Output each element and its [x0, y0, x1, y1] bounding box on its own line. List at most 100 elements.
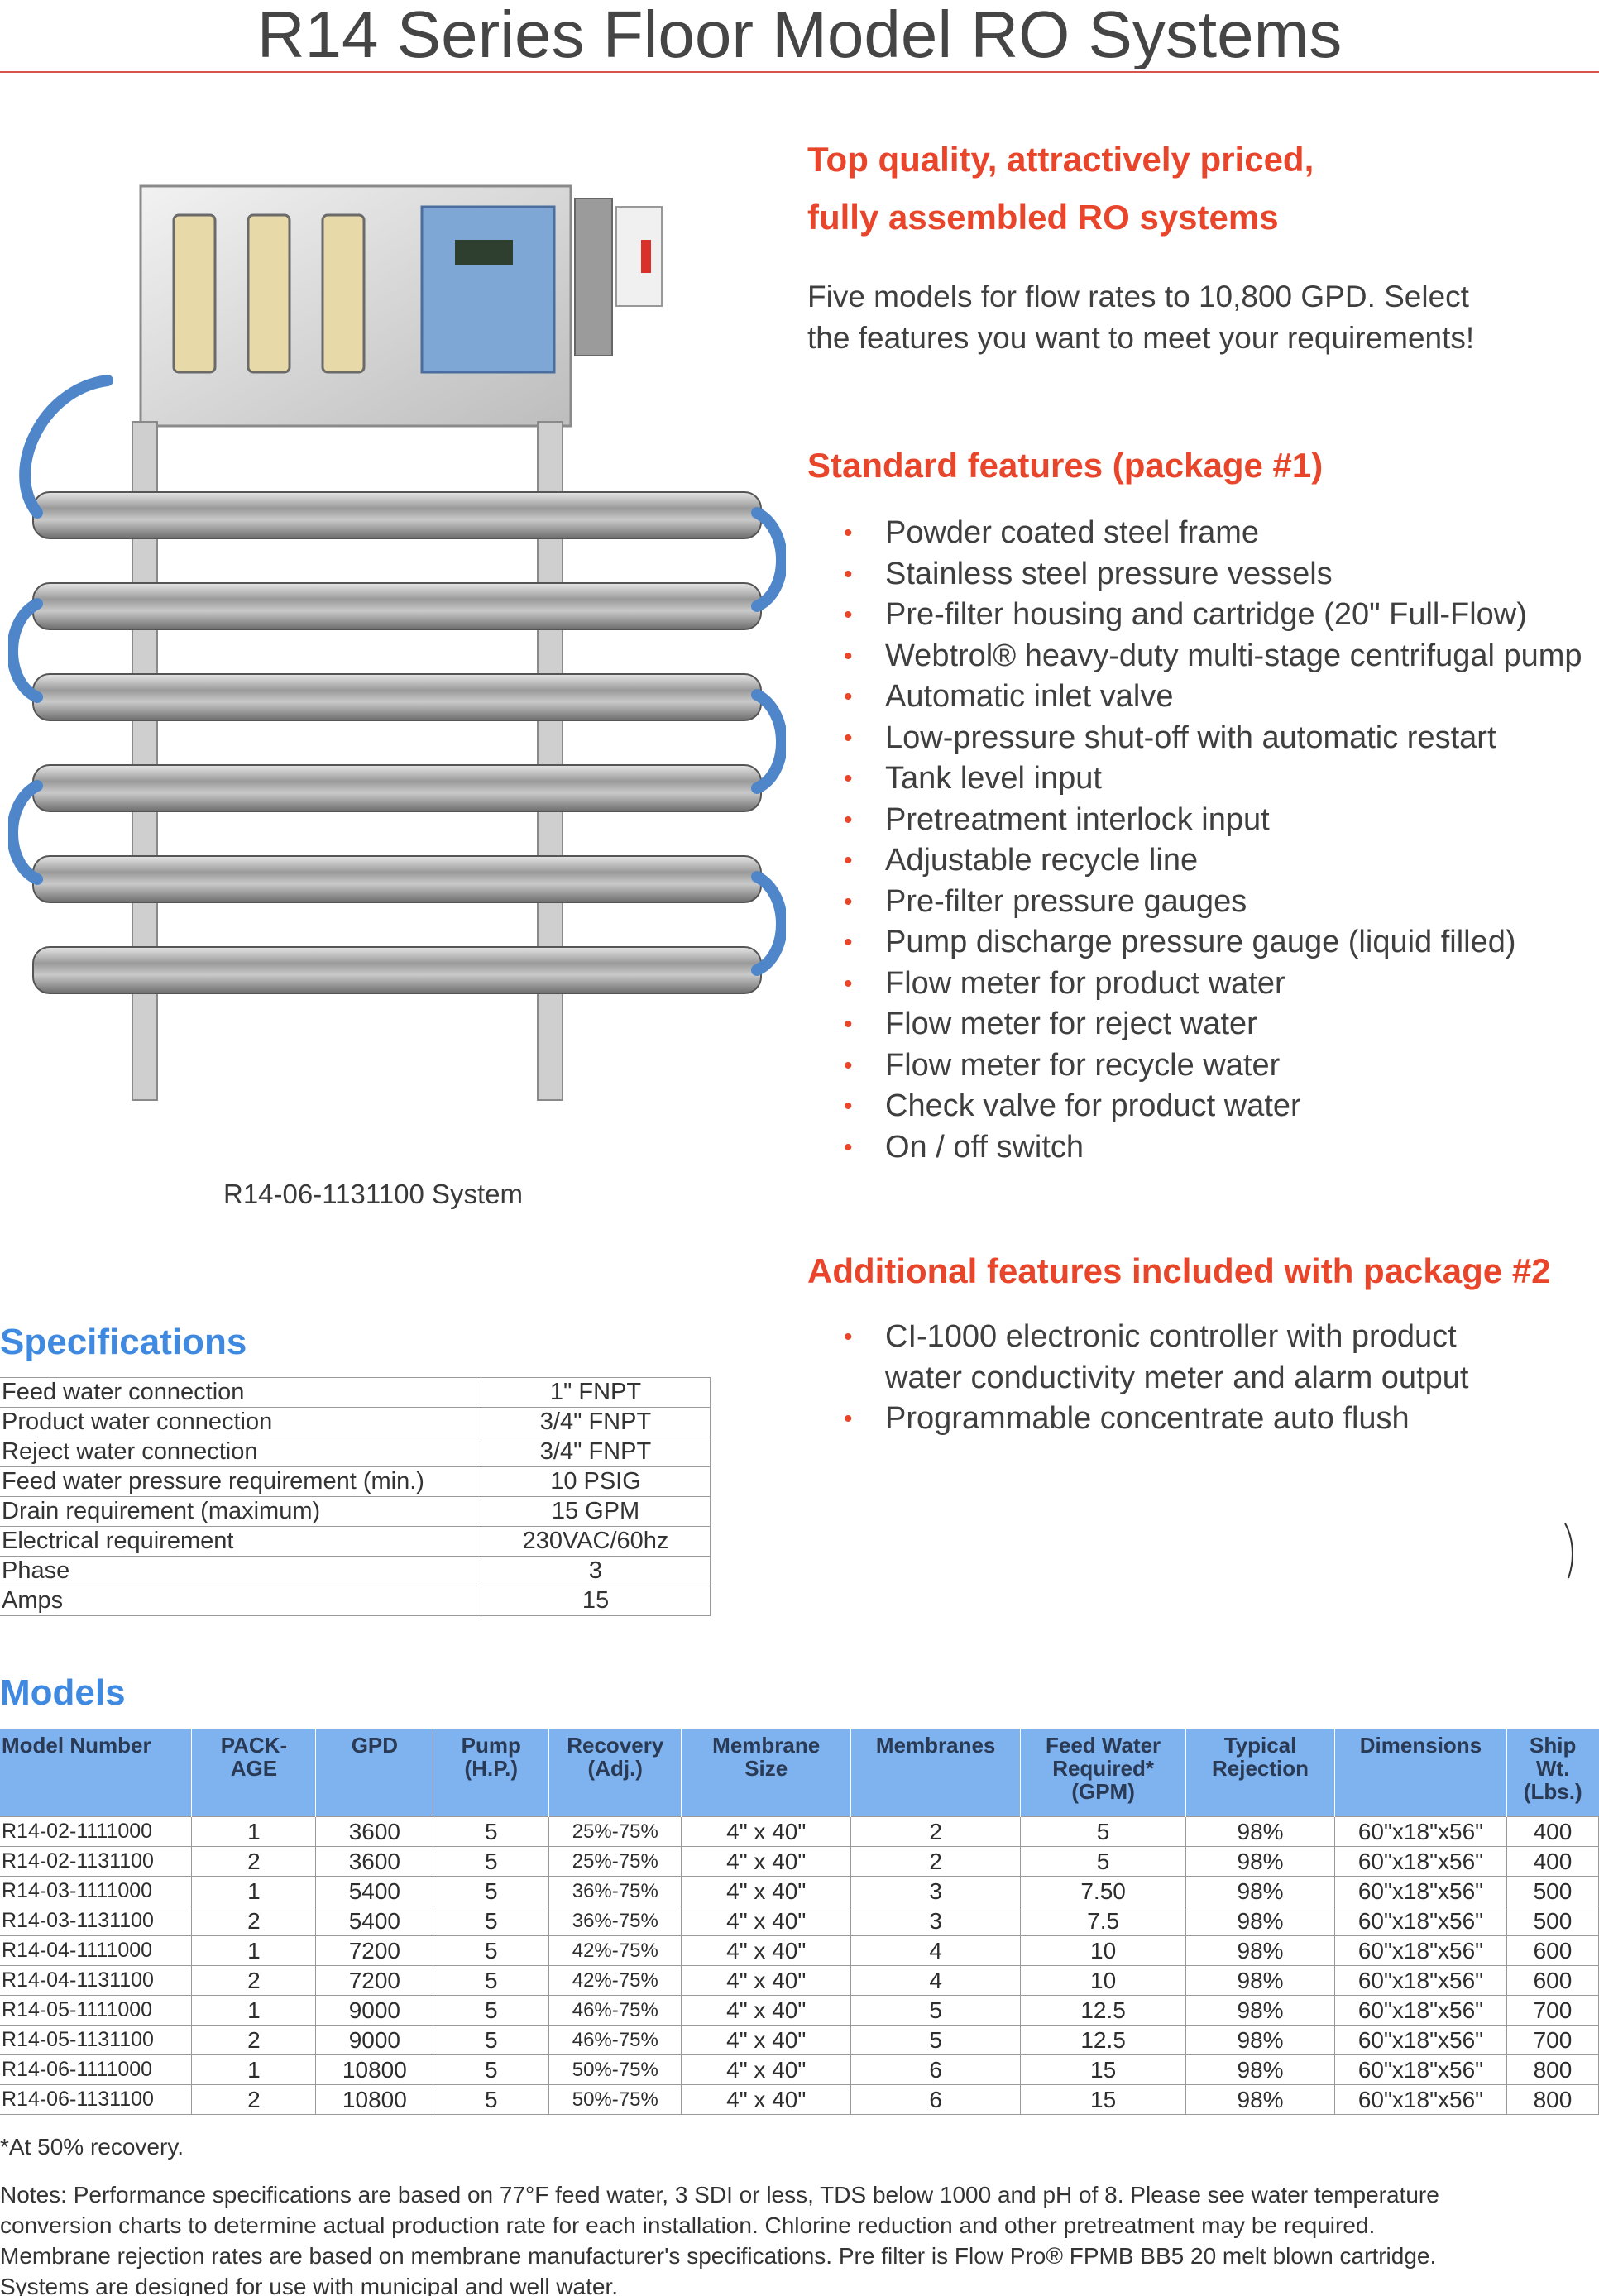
table-cell: 2 [191, 2025, 317, 2055]
table-cell: 5400 [315, 1876, 434, 1906]
table-cell: 25%-75% [548, 1846, 682, 1877]
table-cell: 98% [1185, 1846, 1335, 1877]
bullet-icon: • [844, 1011, 853, 1038]
bullet-icon: • [844, 724, 853, 752]
table-cell: 15 [1020, 2054, 1187, 2085]
bullet-icon: • [844, 519, 853, 547]
table-cell: 1 [191, 1816, 317, 1847]
list-item: •Pretreatment interlock input [807, 800, 1582, 841]
models-footnote: *At 50% recovery. [0, 2134, 184, 2160]
specifications-heading: Specifications [0, 1322, 247, 1362]
table-cell: 4" x 40" [681, 1906, 852, 1936]
table-cell: 2 [191, 1906, 317, 1936]
list-item: •Powder coated steel frame [807, 513, 1582, 554]
spec-label: Drain requirement (maximum) [0, 1496, 481, 1527]
table-cell: 800 [1506, 2084, 1599, 2115]
table-cell: 400 [1506, 1846, 1599, 1877]
bullet-icon: • [844, 847, 853, 874]
table-cell: 98% [1185, 1876, 1335, 1906]
bullet-icon: • [844, 765, 853, 792]
list-item: •Webtrol® heavy-duty multi-stage centrif… [807, 636, 1582, 677]
standard-features-heading: Standard features (package #1) [807, 446, 1324, 485]
column-header: Membranes [850, 1729, 1021, 1817]
notes-line: Systems are designed for use with munici… [0, 2274, 619, 2296]
table-cell: 5 [1020, 1816, 1187, 1847]
table-cell: 46%-75% [548, 1995, 682, 2026]
table-cell: 500 [1506, 1906, 1599, 1936]
table-cell: 4" x 40" [681, 1816, 852, 1847]
pen-mark [1564, 1523, 1573, 1579]
table-cell: 50%-75% [548, 2054, 682, 2085]
table-cell: 4" x 40" [681, 1846, 852, 1877]
table-cell: 4" x 40" [681, 1876, 852, 1906]
table-cell: 4" x 40" [681, 1965, 852, 1996]
spec-value: 1" FNPT [481, 1377, 711, 1408]
table-cell: 60"x18"x56" [1334, 2054, 1507, 2085]
table-cell: 60"x18"x56" [1334, 2025, 1507, 2055]
table-cell: 10 [1020, 1965, 1187, 1996]
list-item: •Programmable concentrate auto flush [807, 1399, 1468, 1440]
list-item: •Pump discharge pressure gauge (liquid f… [807, 922, 1582, 964]
standard-features-list: •Powder coated steel frame•Stainless ste… [807, 513, 1582, 1168]
table-cell: 1 [191, 1995, 317, 2026]
table-cell: 5 [433, 1846, 550, 1877]
table-cell: 98% [1185, 1965, 1335, 1996]
table-cell: 5 [433, 2025, 550, 2055]
spec-value: 15 GPM [481, 1496, 711, 1527]
table-cell: 9000 [315, 2025, 434, 2055]
bullet-icon: • [844, 1133, 853, 1161]
spec-value: 230VAC/60hz [481, 1526, 711, 1557]
table-cell: 98% [1185, 1816, 1335, 1847]
photo-caption: R14-06-1131100 System [223, 1179, 523, 1209]
table-cell: 700 [1506, 2025, 1599, 2055]
table-cell: 3600 [315, 1846, 434, 1877]
table-cell: 12.5 [1020, 2025, 1187, 2055]
table-cell: 3 [850, 1906, 1022, 1936]
spec-value: 15 [481, 1586, 711, 1616]
list-item: •On / off switch [807, 1127, 1582, 1169]
table-cell: 9000 [315, 1995, 434, 2026]
bullet-icon: • [844, 1405, 853, 1433]
spec-label: Phase [0, 1556, 481, 1586]
table-cell: 2 [850, 1846, 1022, 1877]
intro-heading-line1: Top quality, attractively priced, [807, 140, 1314, 179]
table-cell: 600 [1506, 1935, 1599, 1966]
table-cell: 7.50 [1020, 1876, 1187, 1906]
table-cell: R14-03-1111000 [0, 1876, 193, 1906]
intro-text-line2: the features you want to meet your requi… [807, 321, 1475, 355]
table-cell: 98% [1185, 1935, 1335, 1966]
notes: Notes: Performance specifications are ba… [0, 2179, 1599, 2296]
table-cell: 700 [1506, 1995, 1599, 2026]
table-cell: 3600 [315, 1816, 434, 1847]
table-cell: 5400 [315, 1906, 434, 1936]
table-cell: 4" x 40" [681, 2084, 852, 2115]
table-cell: 60"x18"x56" [1334, 1935, 1507, 1966]
product-photo [8, 184, 786, 1101]
table-cell: 1 [191, 2054, 317, 2085]
table-cell: 500 [1506, 1876, 1599, 1906]
notes-line: Notes: Performance specifications are ba… [0, 2182, 1439, 2208]
spec-label: Product water connection [0, 1407, 481, 1437]
table-cell: 2 [850, 1816, 1022, 1847]
table-cell: 60"x18"x56" [1334, 1995, 1507, 2026]
column-header: Recovery(Adj.) [548, 1729, 682, 1817]
table-cell: 10800 [315, 2054, 434, 2085]
table-cell: R14-06-1111000 [0, 2054, 193, 2085]
additional-features-heading: Additional features included with packag… [807, 1251, 1551, 1290]
table-cell: 4" x 40" [681, 1935, 852, 1966]
table-cell: 98% [1185, 2084, 1335, 2115]
table-cell: 2 [191, 1965, 317, 1996]
table-cell: 42%-75% [548, 1965, 682, 1996]
table-cell: 5 [433, 1995, 550, 2026]
table-cell: 5 [433, 2084, 550, 2115]
